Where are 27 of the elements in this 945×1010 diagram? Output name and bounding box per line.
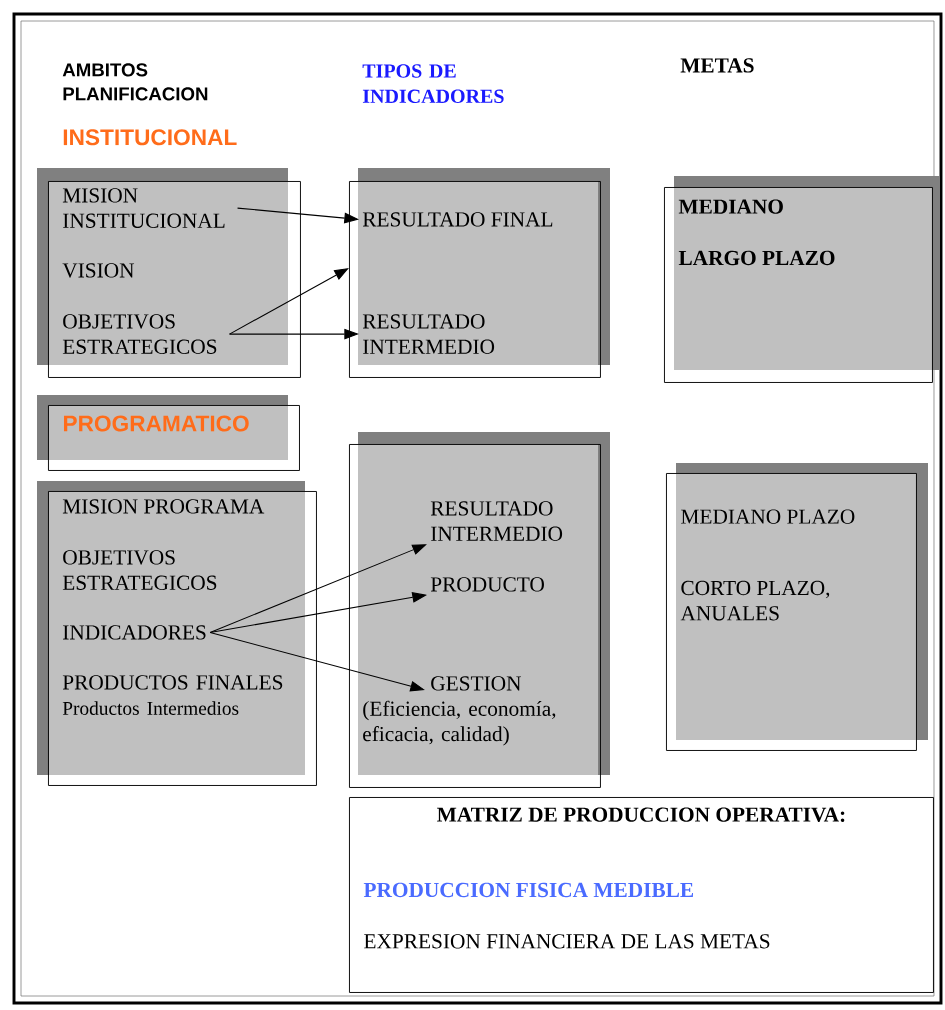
arrow — [209, 544, 427, 633]
arrow — [209, 631, 425, 692]
item-text: VISION — [62, 263, 135, 278]
shadowed-box — [349, 432, 610, 788]
item-text: OBJETIVOS ESTRATEGICOS — [62, 550, 217, 590]
column-heading: METAS — [680, 58, 754, 73]
column-heading: TIPOS DE INDICADORES — [362, 64, 504, 104]
item-text: INDICADORES — [63, 625, 206, 640]
text-box: MATRIZ DE PRODUCCION OPERATIVA: PRODUCCION FISICA MEDIBLE EXPRESION FINANCIERA DE LAS METAS — [349, 797, 934, 993]
text-box: PROGRAMATICO — [37, 395, 300, 471]
item-text: RESULTADO INTERMEDIO — [362, 314, 495, 354]
item-text: MISION INSTITUCIONAL — [62, 188, 225, 228]
item-text: PRODUCTOS FINALES Productos Intermedios — [62, 675, 283, 715]
section-heading: INSTITUCIONAL — [63, 129, 237, 146]
shadowed-box — [349, 168, 610, 378]
item-text: RESULTADO FINAL — [362, 212, 553, 227]
item-text: MISION PROGRAMA — [62, 499, 265, 514]
item-text: GESTION (Eficiencia, economía, eficacia, calidad) — [363, 676, 556, 746]
arrow — [229, 268, 349, 335]
shadowed-box — [37, 168, 301, 378]
item-text: RESULTADO INTERMEDIO — [430, 501, 563, 541]
item-text: PRODUCTO — [430, 577, 544, 592]
shadowed-box — [37, 481, 317, 786]
column-heading: AMBITOS PLANIFICACION — [62, 63, 208, 101]
item-text: OBJETIVOS ESTRATEGICOS — [62, 314, 217, 354]
text-box: MEDIANO PLAZO CORTO PLAZO, ANUALES — [666, 463, 928, 751]
text-box: MEDIANO LARGO PLAZO — [664, 176, 940, 383]
